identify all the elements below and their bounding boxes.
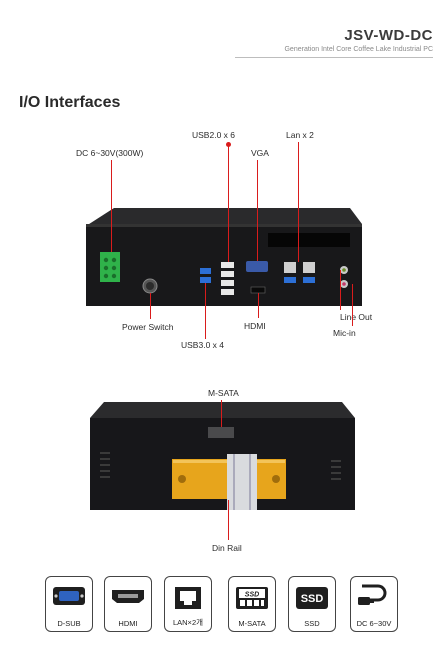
port-card-ssd: SSD SSD — [288, 576, 336, 632]
leader-micin — [352, 284, 353, 326]
port-card-dsub: D-SUB — [45, 576, 93, 632]
leader-dinrail — [228, 500, 229, 540]
callout-vga: VGA — [251, 148, 269, 158]
port-card-msata: SSD M-SATA — [228, 576, 276, 632]
callout-mic-in: Mic-in — [333, 328, 356, 338]
callout-dc-power: DC 6~30V(300W) — [76, 148, 144, 158]
port-card-hdmi: HDMI — [104, 576, 152, 632]
callout-usb2: USB2.0 x 6 — [192, 130, 235, 140]
model-name: JSV-WD-DC — [344, 27, 433, 44]
svg-text:SSD: SSD — [245, 592, 259, 599]
hdmi-port-icon — [112, 590, 144, 603]
callout-hdmi: HDMI — [244, 321, 266, 331]
port-card-label: D-SUB — [57, 619, 81, 628]
callout-msata: M-SATA — [208, 388, 239, 398]
callout-line-out: Line Out — [340, 312, 373, 322]
vga-port — [246, 261, 268, 272]
svg-text:SSD: SSD — [301, 593, 324, 605]
lan-port-icon — [175, 587, 201, 609]
leader-hdmi — [258, 293, 259, 318]
port-card-label: LAN×2개 — [172, 618, 204, 627]
leader-usb3 — [205, 283, 206, 339]
port-card-label: M-SATA — [238, 619, 266, 628]
callout-din-rail: Din Rail — [212, 543, 242, 553]
leader-lineout — [340, 270, 341, 310]
ssd-icon: SSD — [296, 587, 328, 609]
leader-dot-usb2 — [226, 142, 231, 147]
header-divider — [235, 57, 433, 58]
leader-lan — [298, 142, 299, 262]
product-subtitle: Generation Intel Core Coffee Lake Indust… — [284, 46, 433, 53]
port-card-dc: DC 6~30V — [350, 576, 398, 632]
port-card-label: DC 6~30V — [356, 619, 392, 628]
dc-power-icon — [358, 584, 387, 605]
port-card-label: HDMI — [118, 619, 138, 628]
callout-usb3: USB3.0 x 4 — [181, 340, 224, 350]
callout-lan: Lan x 2 — [286, 130, 314, 140]
leader-msata — [221, 400, 222, 427]
msata-card-icon: SSD — [236, 587, 268, 609]
leader-usb2 — [228, 146, 229, 262]
leader-dc — [111, 160, 112, 252]
vga-port-icon — [53, 587, 85, 605]
port-card-label: SSD — [304, 619, 320, 628]
port-card-lan: LAN×2개 — [164, 576, 212, 632]
section-title: I/O Interfaces — [19, 94, 121, 111]
leader-power — [150, 293, 151, 319]
leader-vga — [257, 160, 258, 261]
callout-power-switch: Power Switch — [122, 322, 174, 332]
